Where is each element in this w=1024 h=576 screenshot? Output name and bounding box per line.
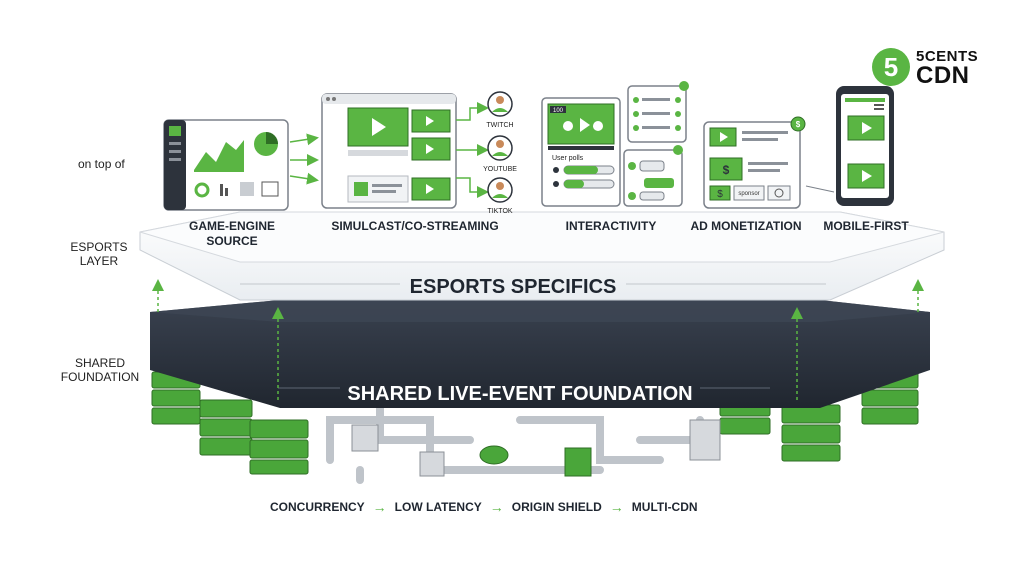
mobile-connector xyxy=(805,185,835,193)
foundation-slab xyxy=(150,300,930,408)
ad-monetization-panel: $ $ $ sponsor xyxy=(703,116,806,209)
label-on-top-of: on top of xyxy=(78,157,125,171)
dollar-ad-icon: $ xyxy=(723,163,730,177)
arrow-right-icon: → xyxy=(609,499,624,515)
feature-label-game-engine: GAME-ENGINE SOURCE xyxy=(176,219,288,249)
interactivity-chat xyxy=(623,145,683,207)
dollar-icon: $ xyxy=(796,120,801,129)
interactivity-panel: 100 User polls xyxy=(541,97,621,207)
pipeline-flow: CONCURRENCY → LOW LATENCY → ORIGIN SHIEL… xyxy=(270,499,710,515)
server-stack-left-2 xyxy=(199,399,253,456)
feature-label-ad-monetization: AD MONETIZATION xyxy=(690,219,802,233)
platform-youtube: YOUTUBE xyxy=(483,166,517,173)
pipeline-step-origin-shield: ORIGIN SHIELD xyxy=(511,500,602,514)
label-esports-layer: ESPORTS LAYER xyxy=(60,240,138,268)
layer-arrows xyxy=(152,279,924,400)
esports-slab xyxy=(139,211,945,301)
label-shared-foundation: SHARED FOUNDATION xyxy=(58,356,142,384)
server-stack-left-3 xyxy=(249,419,309,475)
pipeline-step-concurrency: CONCURRENCY xyxy=(270,500,365,514)
globe-icon xyxy=(774,188,784,198)
mobile-phone xyxy=(836,86,894,206)
brand-logo: 5 5CENTS CDN xyxy=(872,46,992,90)
feature-label-interactivity: INTERACTIVITY xyxy=(565,219,657,233)
pipe-nodes xyxy=(351,419,721,477)
viewer-count-badge: 100 xyxy=(553,108,564,114)
logo-badge: 5 xyxy=(872,48,910,86)
platform-avatars xyxy=(487,91,513,203)
label-esports-layer-line1: ESPORTS xyxy=(70,240,128,254)
label-shared-foundation-line2: FOUNDATION xyxy=(60,370,140,384)
server-stack-right-2 xyxy=(781,404,841,462)
simulcast-panel xyxy=(321,93,457,209)
sponsor-tag: sponsor xyxy=(738,191,759,197)
feature-label-game-engine-line1: GAME-ENGINE xyxy=(188,219,275,233)
label-shared-foundation-line1: SHARED xyxy=(74,356,125,370)
logo-text-top: 5CENTS xyxy=(916,48,979,65)
pipeline-step-low-latency: LOW LATENCY xyxy=(394,500,482,514)
arrow-right-icon: → xyxy=(489,499,504,515)
pipeline-step-multi-cdn: MULTI-CDN xyxy=(631,500,698,514)
arrow-right-icon: → xyxy=(372,499,387,515)
layer-title-esports: ESPORTS SPECIFICS xyxy=(410,276,617,298)
platform-twitch: TWITCH xyxy=(486,122,513,129)
source-feed-arrows xyxy=(289,133,319,185)
interactivity-checklist xyxy=(627,81,689,143)
platform-tiktok: TIKTOK xyxy=(487,208,512,215)
svg-text:$: $ xyxy=(717,189,723,200)
pipe-network xyxy=(326,396,704,484)
label-esports-layer-line2: LAYER xyxy=(79,254,119,268)
feature-label-simulcast: SIMULCAST/CO-STREAMING xyxy=(331,219,499,233)
layer-title-foundation: SHARED LIVE-EVENT FOUNDATION xyxy=(347,383,692,405)
logo-text-bottom: CDN xyxy=(916,62,970,89)
game-engine-panel xyxy=(163,119,289,211)
play-icon xyxy=(372,118,386,136)
gear-icon xyxy=(194,182,210,198)
simulcast-links xyxy=(456,102,489,198)
user-polls-label: User polls xyxy=(552,155,584,162)
feature-label-mobile-first: MOBILE-FIRST xyxy=(823,219,909,233)
server-stack-left-1 xyxy=(151,371,201,425)
feature-label-game-engine-line2: SOURCE xyxy=(206,234,258,248)
